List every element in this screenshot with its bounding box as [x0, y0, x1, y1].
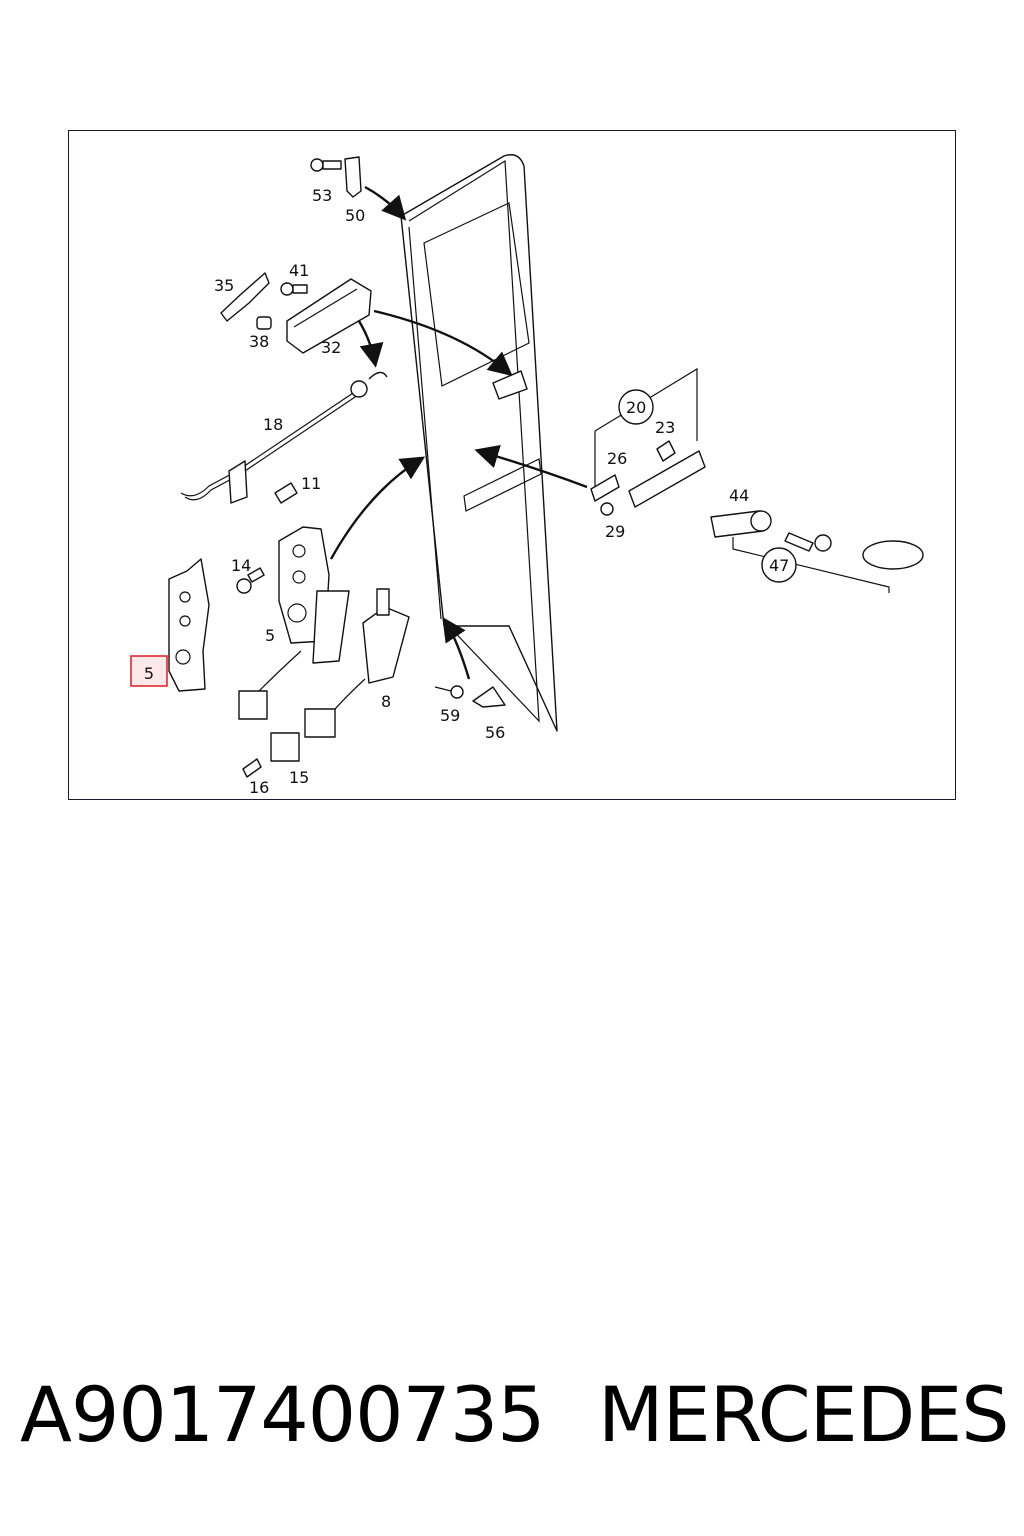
callout-29: 29	[605, 522, 625, 541]
callout-56: 56	[485, 723, 505, 742]
highlight-callout-5: 5	[130, 655, 168, 687]
arrow-20	[474, 445, 588, 489]
part-59-pin	[434, 685, 464, 699]
callout-26: 26	[607, 449, 627, 468]
part-15-connector	[270, 732, 300, 762]
callout-41: 41	[289, 261, 309, 280]
callout-59: 59	[440, 706, 460, 725]
arrow-18	[357, 320, 384, 368]
highlight-callout-5-label: 5	[144, 664, 154, 683]
part-number: A9017400735	[20, 1370, 546, 1459]
callout-5: 5	[265, 626, 275, 645]
callout-47-circle: 47	[761, 547, 797, 583]
part-44-lock-cylinder	[710, 510, 772, 538]
rear-door-panel	[400, 154, 558, 732]
part-20-exterior-handle-group	[590, 367, 706, 516]
callout-35: 35	[214, 276, 234, 295]
arrow-56	[442, 617, 471, 680]
arrow-5	[329, 456, 426, 560]
callout-53: 53	[312, 186, 332, 205]
part-50-bracket	[344, 156, 362, 198]
callout-18: 18	[263, 415, 283, 434]
callout-14: 14	[231, 556, 251, 575]
callout-38: 38	[249, 332, 269, 351]
part-18-cable	[180, 371, 388, 504]
arrow-32	[373, 309, 513, 377]
part-56-wedge	[472, 686, 506, 708]
part-16-terminal	[242, 758, 262, 778]
parts-diagram: 53 50 35 41 38 32 18 11 14 5 8 16 15 59 …	[68, 130, 956, 800]
part-5-lock-left	[168, 558, 210, 692]
part-11-clip	[274, 482, 298, 504]
arrow-50	[364, 185, 407, 221]
door-inner-handle	[492, 370, 528, 400]
callout-44: 44	[729, 486, 749, 505]
callout-50: 50	[345, 206, 365, 225]
callout-16: 16	[249, 778, 269, 797]
part-8-actuator	[304, 588, 410, 738]
callout-20-circle: 20	[618, 389, 654, 425]
part-32-handle	[286, 278, 372, 354]
callout-15: 15	[289, 768, 309, 787]
part-47-key-set	[732, 532, 924, 593]
brand-name: MERCEDES	[598, 1370, 1009, 1459]
exploded-view-drawing: 53 50 35 41 38 32 18 11 14 5 8 16 15 59 …	[130, 154, 924, 797]
callout-23: 23	[655, 418, 675, 437]
callout-20: 20	[626, 398, 646, 417]
part-35-lever	[220, 272, 270, 322]
footer-caption: A9017400735 MERCEDES	[20, 1370, 1010, 1470]
part-41-bolt	[280, 282, 308, 296]
callout-47: 47	[769, 556, 789, 575]
part-53-bolt	[310, 158, 342, 172]
part-14-bolt	[236, 567, 265, 594]
part-38-clip	[256, 316, 272, 330]
callout-32: 32	[321, 338, 341, 357]
callout-8: 8	[381, 692, 391, 711]
callout-11: 11	[301, 474, 321, 493]
part-5-lock-assembly	[238, 526, 350, 720]
